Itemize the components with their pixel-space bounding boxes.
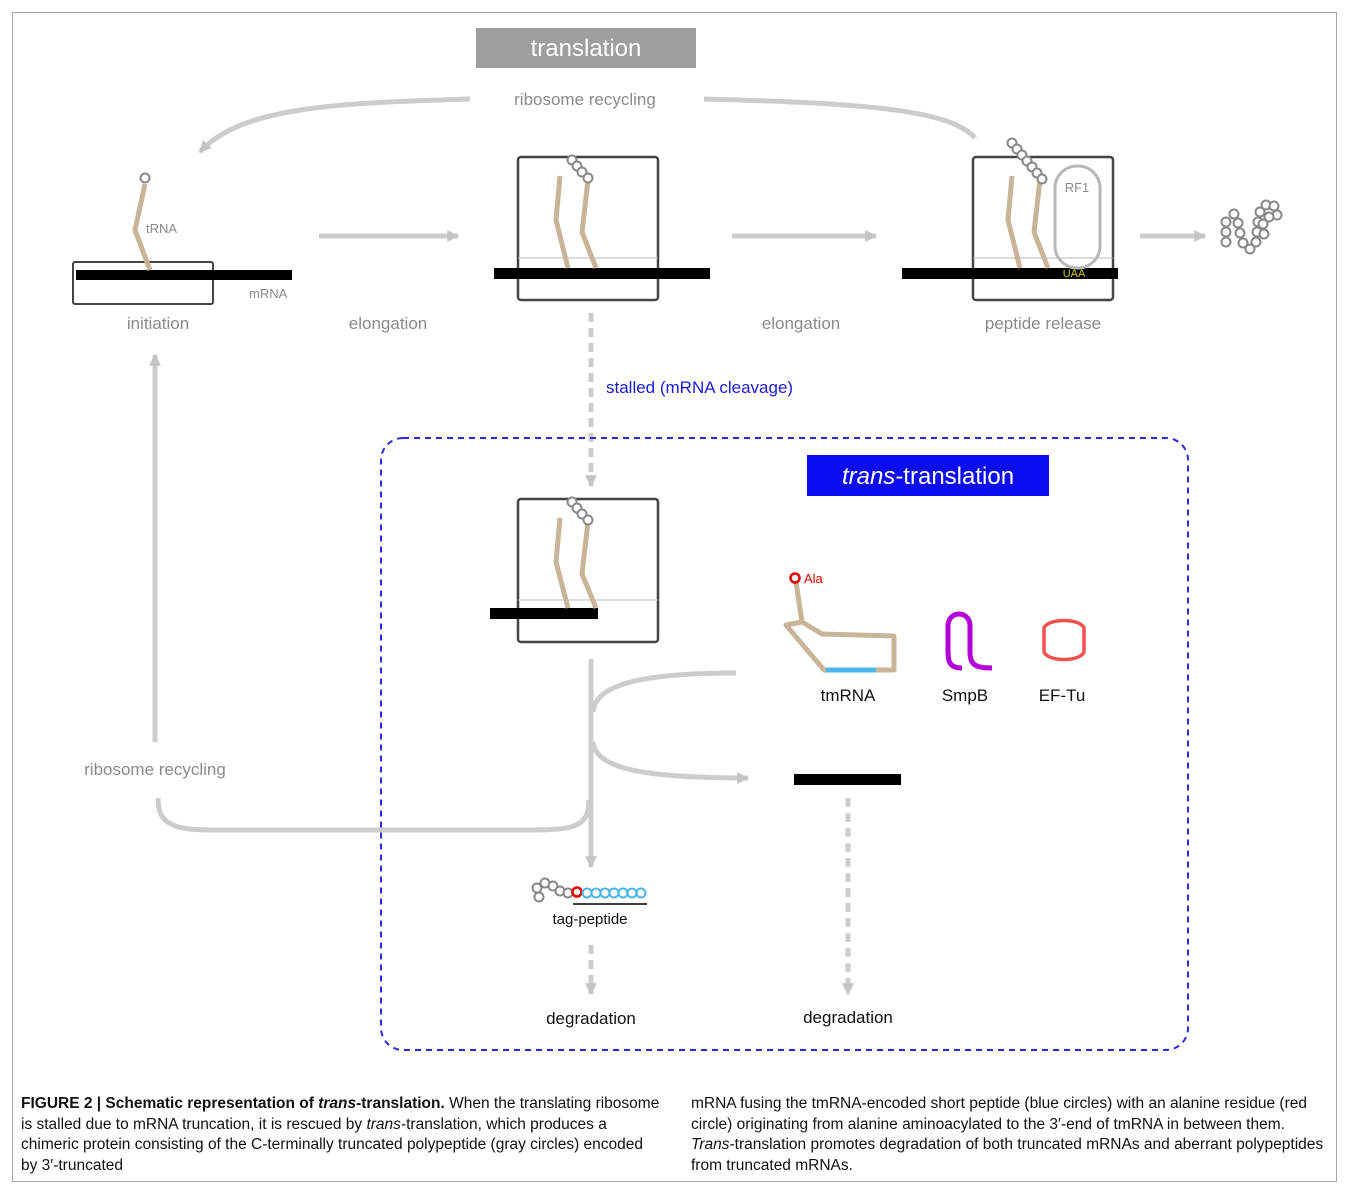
release-ribosome (971, 155, 1115, 302)
eftu-protein (1042, 618, 1086, 662)
recycling-arrow-right-top (703, 96, 977, 140)
initiation-trna-tip (139, 172, 151, 184)
elongation-label-2: elongation (762, 314, 840, 333)
caption-heading: FIGURE 2 | Schematic representation of t… (21, 1095, 445, 1112)
release-trna-a (1031, 179, 1051, 269)
peptide-release-label: peptide release (985, 314, 1101, 333)
stalled-ribosome (516, 497, 660, 644)
released-truncated-mrna (794, 774, 901, 785)
elongation-trna-a (579, 179, 599, 269)
figure-caption-right: mRNA fusing the tmRNA-encoded short pept… (691, 1095, 1324, 1174)
uaa-codon-label: UAA (1063, 268, 1086, 280)
ribosome-recycling-top-label: ribosome recycling (514, 90, 656, 109)
stalled-label: stalled (mRNA cleavage) (606, 378, 793, 397)
trans-translation-title: trans-translation (842, 463, 1014, 490)
tag-peptide-residues (581, 887, 647, 899)
smpb-protein (945, 611, 993, 671)
translation-title-box (476, 28, 696, 68)
ala-residue (789, 572, 801, 584)
elongation-label-1: elongation (349, 314, 427, 333)
rf1-factor (1053, 164, 1102, 270)
tmrna-label: tmRNA (821, 686, 876, 705)
trna-label: tRNA (146, 221, 177, 236)
tmrna-joining-curve (590, 670, 737, 713)
tmrna-molecule (783, 581, 897, 673)
truncated-polypeptide (531, 877, 574, 903)
figure-frame (12, 12, 1337, 1182)
initiation-ribosome (72, 261, 214, 305)
trans-translation-diagram: translation ribosome recycling tRNA mRNA… (72, 28, 1283, 1051)
eftu-label: EF-Tu (1039, 686, 1086, 705)
release-mrna (902, 268, 1118, 279)
release-trna-p (1005, 175, 1023, 269)
stalled-trna-a (579, 521, 599, 609)
ribosome-recycling-left-label: ribosome recycling (84, 760, 226, 779)
tag-peptide-label: tag-peptide (552, 911, 627, 928)
smpb-label: SmpB (942, 686, 988, 705)
elongation-mrna (494, 268, 710, 279)
elongation-ribosome (516, 155, 660, 302)
initiation-mrna (76, 270, 292, 280)
elongation-peptide-chain (566, 154, 594, 184)
translation-title: translation (531, 35, 642, 62)
degradation-label-1: degradation (546, 1009, 636, 1028)
ala-label: Ala (804, 571, 824, 586)
figure-caption-left: FIGURE 2 | Schematic representation of t… (21, 1095, 660, 1174)
initiation-trna (132, 183, 153, 271)
rf1-label: RF1 (1065, 180, 1090, 195)
trans-translation-title-box (807, 455, 1049, 496)
release-peptide-chain (1006, 137, 1048, 185)
ribosome-recycling-return-curve (155, 797, 592, 833)
truncated-mrna (490, 608, 598, 619)
released-mrna-curve (590, 741, 750, 784)
mrna-label: mRNA (249, 286, 288, 301)
caption-continuation: mRNA fusing the tmRNA-encoded short pept… (691, 1095, 1307, 1133)
released-polypeptide (1220, 199, 1283, 255)
degradation-label-2: degradation (803, 1008, 893, 1027)
stalled-peptide-chain (566, 496, 594, 526)
elongation-trna-p (553, 175, 571, 269)
initiation-label: initiation (127, 314, 189, 333)
recycling-arrow-left-top (198, 96, 471, 154)
stalled-trna-p (553, 517, 571, 609)
trans-translation-region (380, 437, 1189, 1051)
tag-alanine (571, 886, 583, 898)
